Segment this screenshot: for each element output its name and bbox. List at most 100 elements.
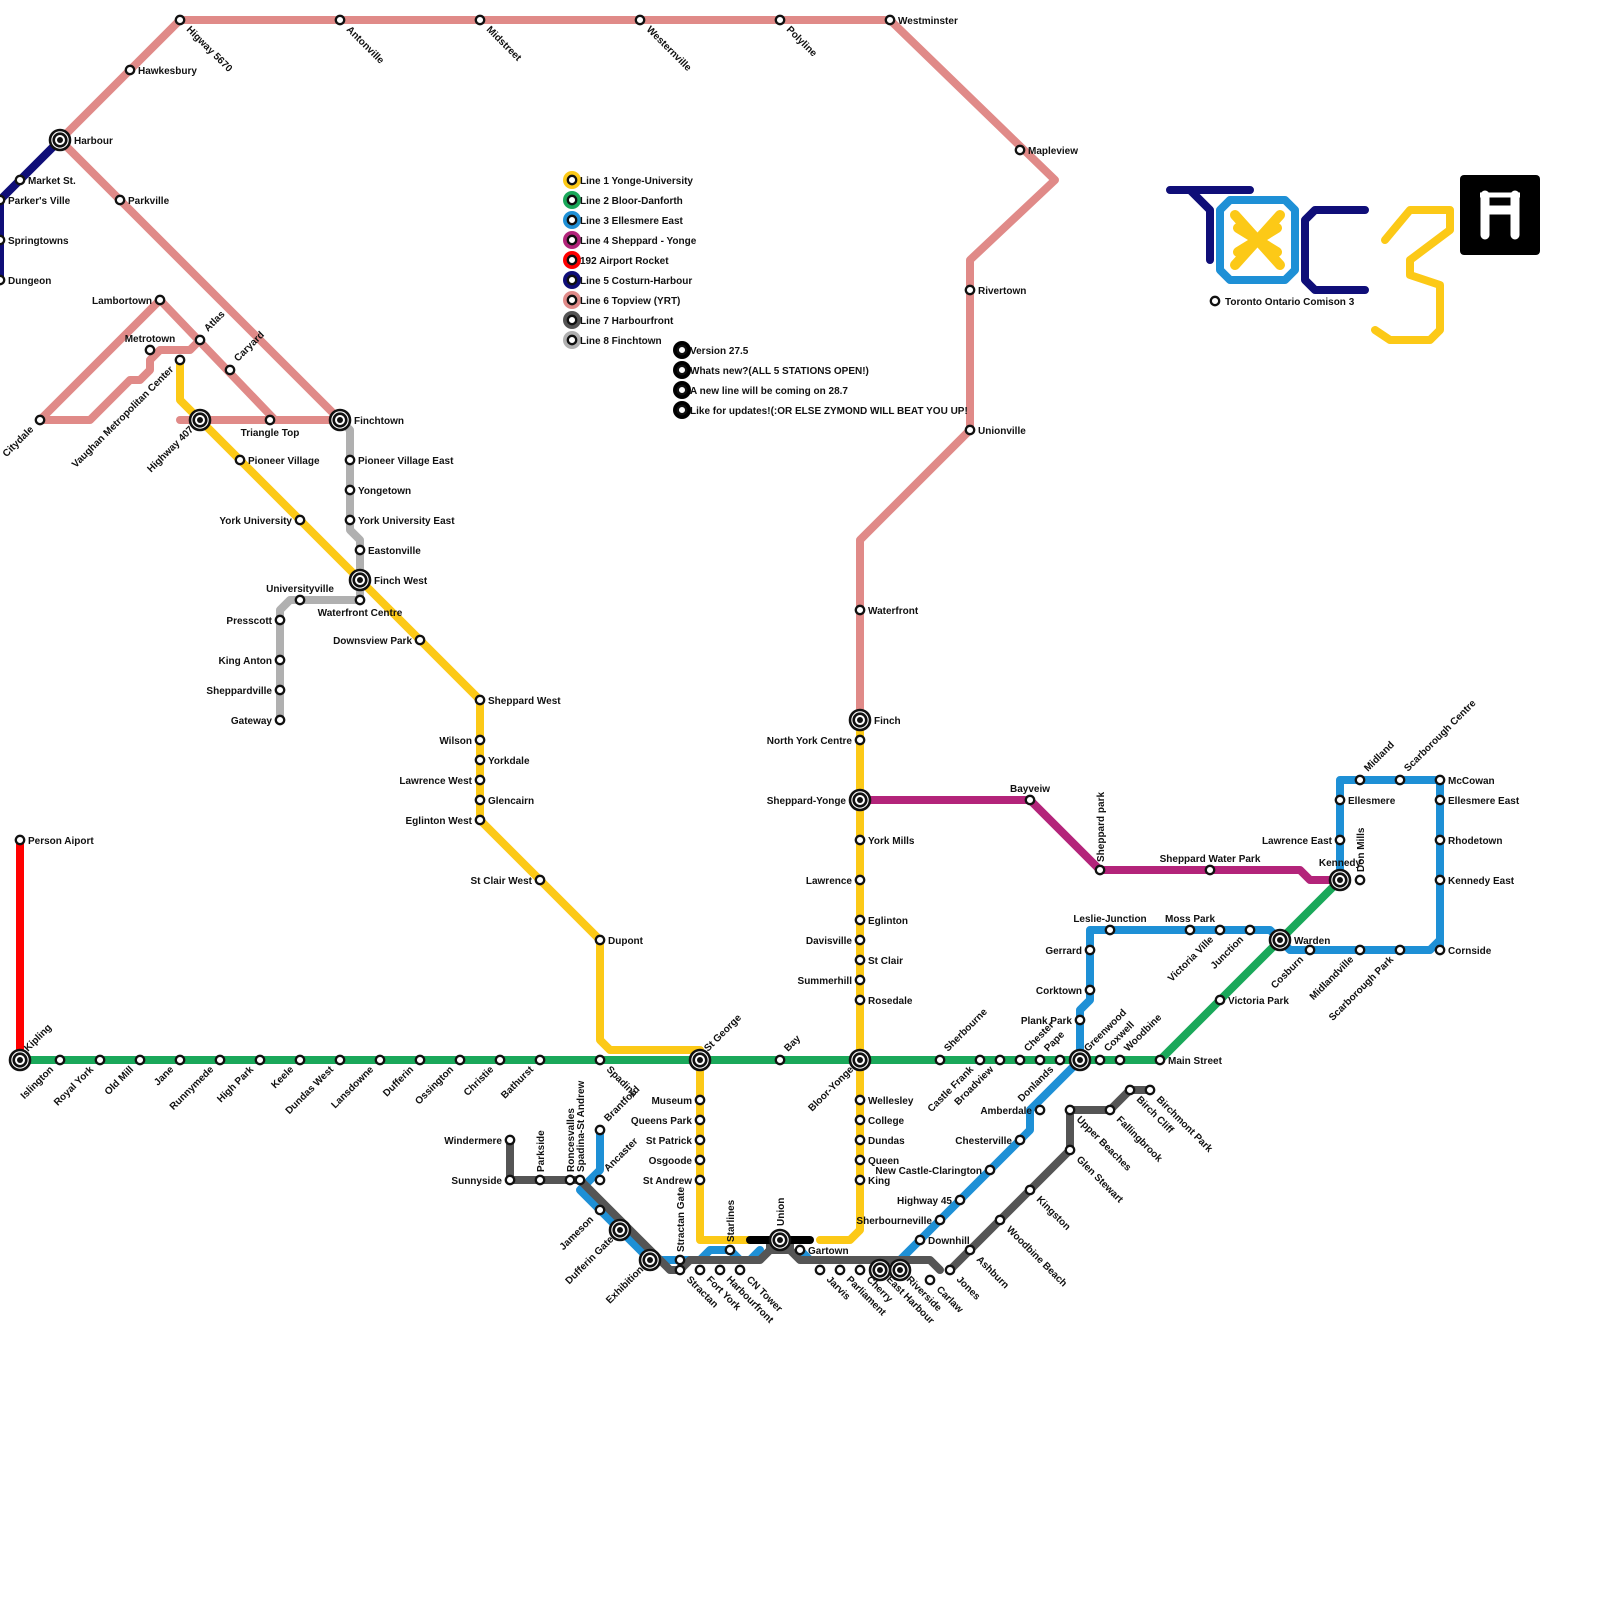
station-yorkdale[interactable]: Yorkdale <box>474 754 530 767</box>
station-college[interactable]: College <box>854 1114 905 1127</box>
station-westernville[interactable]: Westernville <box>634 14 694 74</box>
station-gateway[interactable]: Gateway <box>231 714 286 727</box>
station-starlines[interactable]: Starlines <box>724 1199 737 1256</box>
station-finchtown[interactable]: Finchtown <box>328 408 404 432</box>
station-glencairn[interactable]: Glencairn <box>474 794 534 807</box>
station-downsview-park[interactable]: Downsview Park <box>333 634 426 647</box>
station-amberdale[interactable]: Amberdale <box>980 1104 1046 1117</box>
station-stractan-gate[interactable]: Stractan Gate <box>674 1187 687 1266</box>
station-rhodetown[interactable]: Rhodetown <box>1434 834 1503 847</box>
station-harbour[interactable]: Harbour <box>48 128 113 152</box>
station-lambortown[interactable]: Lambortown <box>92 294 166 307</box>
station-pioneer-village-east[interactable]: Pioneer Village East <box>344 454 454 467</box>
station-cornside[interactable]: Cornside <box>1434 944 1492 957</box>
station-lawrence-west[interactable]: Lawrence West <box>399 774 486 787</box>
station-roncesvalles[interactable]: Roncesvalles <box>564 1108 577 1186</box>
station-eastonville[interactable]: Eastonville <box>354 544 421 557</box>
station-scarborough-park[interactable]: Scarborough Park <box>1327 944 1406 1024</box>
station-victoria-ville[interactable]: Victoria Ville <box>1166 924 1226 985</box>
station-main-street[interactable]: Main Street <box>1154 1054 1223 1067</box>
station-davisville[interactable]: Davisville <box>806 934 866 947</box>
station-ellesmere[interactable]: Ellesmere <box>1334 794 1396 807</box>
station-leslie-junction[interactable]: Leslie-Junction <box>1073 914 1147 936</box>
station-yongetown[interactable]: Yongetown <box>344 484 411 497</box>
station-lawrence-east[interactable]: Lawrence East <box>1262 834 1346 847</box>
station-downhill[interactable]: Downhill <box>914 1234 970 1247</box>
station-don-mills[interactable]: Don Mills <box>1354 827 1367 886</box>
station-warden[interactable]: Warden <box>1268 928 1330 952</box>
station-presscott[interactable]: Presscott <box>226 614 286 627</box>
station-ellesmere-east[interactable]: Ellesmere East <box>1434 794 1520 807</box>
station-eglinton-west[interactable]: Eglinton West <box>406 814 486 827</box>
station-sheppardville[interactable]: Sheppardville <box>206 684 286 697</box>
station-runnymede[interactable]: Runnymede <box>168 1054 226 1113</box>
station-person-aiport[interactable]: Person Aiport <box>14 834 95 847</box>
station-osgoode[interactable]: Osgoode <box>649 1154 706 1167</box>
station-sheppard-yonge[interactable]: Sheppard-Yonge <box>767 788 872 812</box>
station-dundas[interactable]: Dundas <box>854 1134 905 1147</box>
station-st-clair-west[interactable]: St Clair West <box>471 874 546 887</box>
station-gerrard[interactable]: Gerrard <box>1045 944 1096 957</box>
station-windermere[interactable]: Windermere <box>444 1134 516 1147</box>
station-sheppard-west[interactable]: Sheppard West <box>474 694 561 707</box>
station-wellesley[interactable]: Wellesley <box>854 1094 914 1107</box>
station-exhibition[interactable]: Exhibition <box>604 1248 662 1306</box>
station-finch[interactable]: Finch <box>848 708 901 732</box>
station-kennedy-east[interactable]: Kennedy East <box>1434 874 1515 887</box>
station-st-clair[interactable]: St Clair <box>854 954 903 967</box>
station-sunnyside[interactable]: Sunnyside <box>451 1174 516 1187</box>
station-highway-45[interactable]: Highway 45 <box>897 1194 966 1207</box>
station-metrotown[interactable]: Metrotown <box>125 334 176 356</box>
station-wilson[interactable]: Wilson <box>439 734 486 747</box>
station-spadina-st-andrew[interactable]: Spadina-St Andrew <box>574 1080 587 1186</box>
station-parker-s-ville[interactable]: Parker's Ville <box>0 194 71 207</box>
station-atlas[interactable]: Atlas <box>194 309 228 346</box>
station-moss-park[interactable]: Moss Park <box>1165 914 1215 936</box>
station-unionville[interactable]: Unionville <box>964 424 1026 437</box>
station-sheppard-park[interactable]: Sheppard park <box>1094 792 1107 876</box>
station-bayveiw[interactable]: Bayveiw <box>1010 784 1050 806</box>
station-north-york-centre[interactable]: North York Centre <box>767 734 866 747</box>
station-union[interactable]: Union <box>768 1198 792 1252</box>
station-citydale[interactable]: Citydale <box>1 414 46 460</box>
station-westminster[interactable]: Westminster <box>884 14 958 27</box>
station-parkville[interactable]: Parkville <box>114 194 170 207</box>
station-dupont[interactable]: Dupont <box>594 934 644 947</box>
station-york-university-east[interactable]: York University East <box>344 514 455 527</box>
station-museum[interactable]: Museum <box>651 1094 706 1107</box>
station-plank-park[interactable]: Plank Park <box>1021 1014 1086 1027</box>
station-dungeon[interactable]: Dungeon <box>0 274 51 287</box>
station-york-university[interactable]: York University <box>219 514 306 527</box>
station-finch-west[interactable]: Finch West <box>348 568 428 592</box>
station-universityville[interactable]: Universityville <box>266 584 334 606</box>
station-sheppard-water-park[interactable]: Sheppard Water Park <box>1160 854 1261 876</box>
station-parkside[interactable]: Parkside <box>534 1130 547 1186</box>
station-kennedy[interactable]: Kennedy <box>1319 858 1362 892</box>
station-king-anton[interactable]: King Anton <box>218 654 286 667</box>
station-caryard[interactable]: Caryard <box>224 330 267 376</box>
station-york-mills[interactable]: York Mills <box>854 834 915 847</box>
station-king[interactable]: King <box>854 1174 890 1187</box>
station-eglinton[interactable]: Eglinton <box>854 914 908 927</box>
station-scarborough-centre[interactable]: Scarborough Centre <box>1394 698 1479 786</box>
station-sherbourneville[interactable]: Sherbourneville <box>856 1214 946 1227</box>
station-gartown[interactable]: Gartown <box>794 1244 849 1257</box>
station-corktown[interactable]: Corktown <box>1036 984 1096 997</box>
station-waterfront[interactable]: Waterfront <box>854 604 919 617</box>
station-st-patrick[interactable]: St Patrick <box>646 1134 706 1147</box>
station-new-castle-clarington[interactable]: New Castle-Clarington <box>875 1164 996 1177</box>
station-st-andrew[interactable]: St Andrew <box>643 1174 706 1187</box>
station-market-st[interactable]: Market St. <box>14 174 76 187</box>
station-rivertown[interactable]: Rivertown <box>964 284 1027 297</box>
station-waterfront-centre[interactable]: Waterfront Centre <box>318 594 403 619</box>
station-lawrence[interactable]: Lawrence <box>806 874 866 887</box>
station-mccowan[interactable]: McCowan <box>1434 774 1495 787</box>
station-rosedale[interactable]: Rosedale <box>854 994 913 1007</box>
station-summerhill[interactable]: Summerhill <box>798 974 866 987</box>
station-hawkesbury[interactable]: Hawkesbury <box>124 64 198 77</box>
station-mapleview[interactable]: Mapleview <box>1014 144 1078 157</box>
station-triangle-top[interactable]: Triangle Top <box>241 414 300 439</box>
station-queen[interactable]: Queen <box>854 1154 899 1167</box>
station-victoria-park[interactable]: Victoria Park <box>1214 994 1290 1007</box>
station-springtowns[interactable]: Springtowns <box>0 234 69 247</box>
